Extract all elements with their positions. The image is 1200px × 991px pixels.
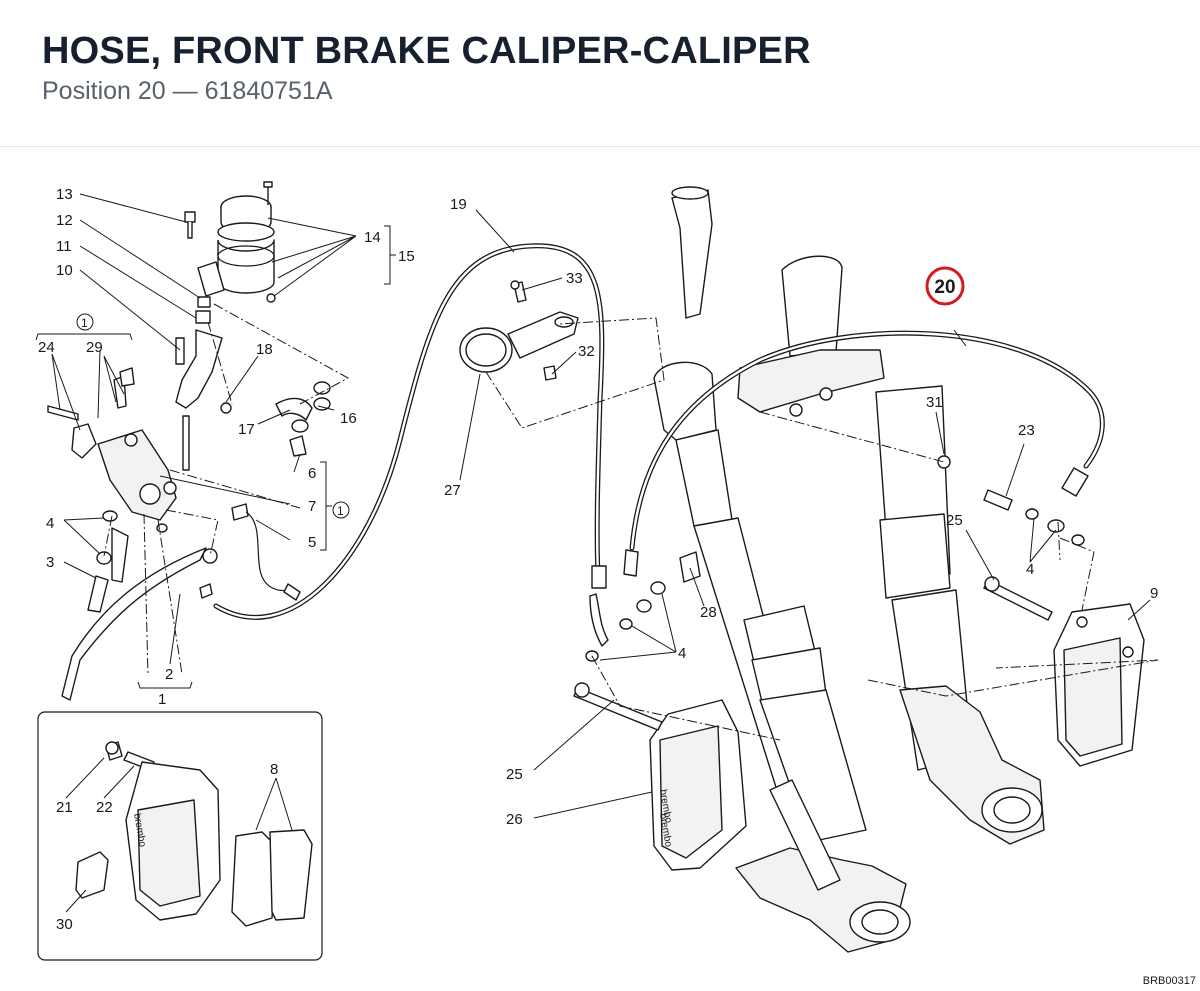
callout-4-middle: 4 xyxy=(678,645,686,662)
bracket-assembly xyxy=(175,329,232,471)
callout-15: 15 xyxy=(398,248,415,265)
callout-1: 1 xyxy=(158,691,166,708)
callout-31: 31 xyxy=(926,394,943,411)
callout-8: 8 xyxy=(270,761,278,778)
hose-19 xyxy=(213,243,609,647)
callout-12: 12 xyxy=(56,212,73,229)
front-fork-assembly xyxy=(653,186,1045,953)
bleeder-31 xyxy=(937,455,951,469)
highlighted-callout-20[interactable]: 20 xyxy=(925,266,965,306)
reference-code: BRB00317 xyxy=(1143,975,1196,987)
right-caliper-assembly xyxy=(983,489,1145,767)
callout-4-right: 4 xyxy=(1026,561,1034,578)
callout-13: 13 xyxy=(56,186,73,203)
callout-29: 29 xyxy=(86,339,103,356)
master-cylinder-assembly xyxy=(47,367,331,701)
callout-16: 16 xyxy=(340,410,357,427)
callout-20: 20 xyxy=(934,277,955,298)
callout-14: 14 xyxy=(364,229,381,246)
callout-1-group-b: 1 xyxy=(337,504,344,518)
subtitle-separator: — xyxy=(172,77,198,105)
callout-11: 11 xyxy=(56,238,72,255)
left-caliper-assembly: brembo brembo xyxy=(573,551,747,871)
callout-1-group: 1 xyxy=(81,316,88,330)
leader-lines xyxy=(35,193,1151,913)
callout-5: 5 xyxy=(308,534,316,551)
callout-27: 27 xyxy=(444,482,461,499)
callout-33: 33 xyxy=(566,270,583,287)
callout-labels: 13 12 11 10 14 15 1 24 29 18 16 17 6 7 1… xyxy=(38,186,1158,933)
callout-17: 17 xyxy=(238,421,255,438)
callout-6: 6 xyxy=(308,465,316,482)
callout-25-left: 25 xyxy=(506,766,523,783)
assembly-lines xyxy=(103,303,1159,741)
page-title: HOSE, FRONT BRAKE CALIPER-CALIPER xyxy=(42,30,811,72)
clamp-assembly xyxy=(459,280,579,381)
callout-30: 30 xyxy=(56,916,73,933)
page-header: HOSE, FRONT BRAKE CALIPER-CALIPER Positi… xyxy=(0,0,1200,147)
callout-3: 3 xyxy=(46,554,54,571)
callout-19: 19 xyxy=(450,196,467,213)
page-subtitle: Position 20 — 61840751A xyxy=(42,77,333,106)
highlight-ring xyxy=(925,266,965,306)
callout-23: 23 xyxy=(1018,422,1035,439)
callout-25-right: 25 xyxy=(946,512,963,529)
callout-7: 7 xyxy=(308,498,316,515)
callout-32: 32 xyxy=(578,343,595,360)
callout-21: 21 xyxy=(56,799,73,816)
callout-9: 9 xyxy=(1150,585,1158,602)
callout-10: 10 xyxy=(56,262,73,279)
part-number: 61840751A xyxy=(204,77,333,105)
callout-22: 22 xyxy=(96,799,113,816)
callout-24: 24 xyxy=(38,339,55,356)
callout-18: 18 xyxy=(256,341,273,358)
position-label: Position 20 xyxy=(42,77,166,105)
callout-4-left: 4 xyxy=(46,515,54,532)
hose-20-caliper-caliper xyxy=(623,330,1105,577)
callout-2: 2 xyxy=(165,666,173,683)
callout-28: 28 xyxy=(700,604,717,621)
reservoir-assembly xyxy=(184,181,276,324)
caliper-detail-inset: brembo xyxy=(37,711,323,961)
callout-26: 26 xyxy=(506,811,523,828)
